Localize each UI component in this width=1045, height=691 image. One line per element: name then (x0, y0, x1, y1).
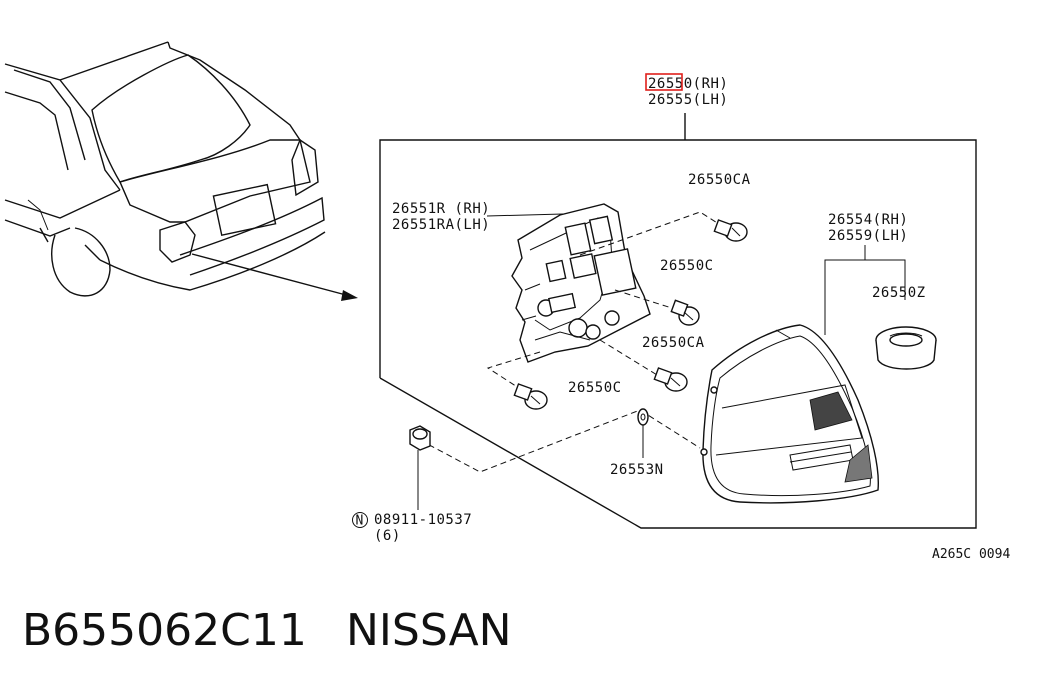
assembly-lh-label[interactable]: 26555(LH) (648, 92, 728, 108)
tail-lamp-lens[interactable] (700, 324, 880, 504)
bulb-c-low-label[interactable]: 26550C (568, 380, 622, 396)
assembly-rh-label[interactable]: 26550(RH) (648, 76, 728, 92)
nut-number-label[interactable]: 08911-10537 (374, 512, 472, 528)
nut-symbol-circle (352, 512, 368, 528)
bulb-26550c-low[interactable] (513, 383, 548, 410)
nut-08911[interactable] (409, 425, 431, 451)
highlight-box (645, 73, 683, 91)
bulb-ca-low-label[interactable]: 26550CA (642, 335, 705, 351)
bulb-26550c-mid[interactable] (670, 299, 700, 326)
lamp-housing (511, 203, 651, 363)
diagram-reference: A265C 0094 (932, 547, 1010, 562)
bulb-ca-top-label[interactable]: 26550CA (688, 172, 751, 188)
housing-lh-label[interactable]: 26551RA(LH) (392, 217, 490, 233)
seal-26550z[interactable] (875, 326, 937, 370)
nut-qty-label: (6) (374, 528, 401, 544)
washer-26553n[interactable] (637, 408, 649, 426)
part-code: B655062C11 (22, 605, 307, 656)
nut-symbol: N (356, 514, 364, 529)
seal-label[interactable]: 26550Z (872, 285, 926, 301)
bulb-c-mid-label[interactable]: 26550C (660, 258, 714, 274)
brand-name: NISSAN (346, 605, 512, 656)
assembly-frame (379, 113, 977, 529)
lens-lh-label[interactable]: 26559(LH) (828, 228, 908, 244)
car-rear-illustration (4, 41, 358, 301)
housing-rh-label[interactable]: 26551R (RH) (392, 201, 490, 217)
bulb-26550ca-top[interactable] (713, 219, 748, 242)
lens-rh-label[interactable]: 26554(RH) (828, 212, 908, 228)
washer-label[interactable]: 26553N (610, 462, 664, 478)
bulb-26550ca-low[interactable] (653, 367, 688, 392)
